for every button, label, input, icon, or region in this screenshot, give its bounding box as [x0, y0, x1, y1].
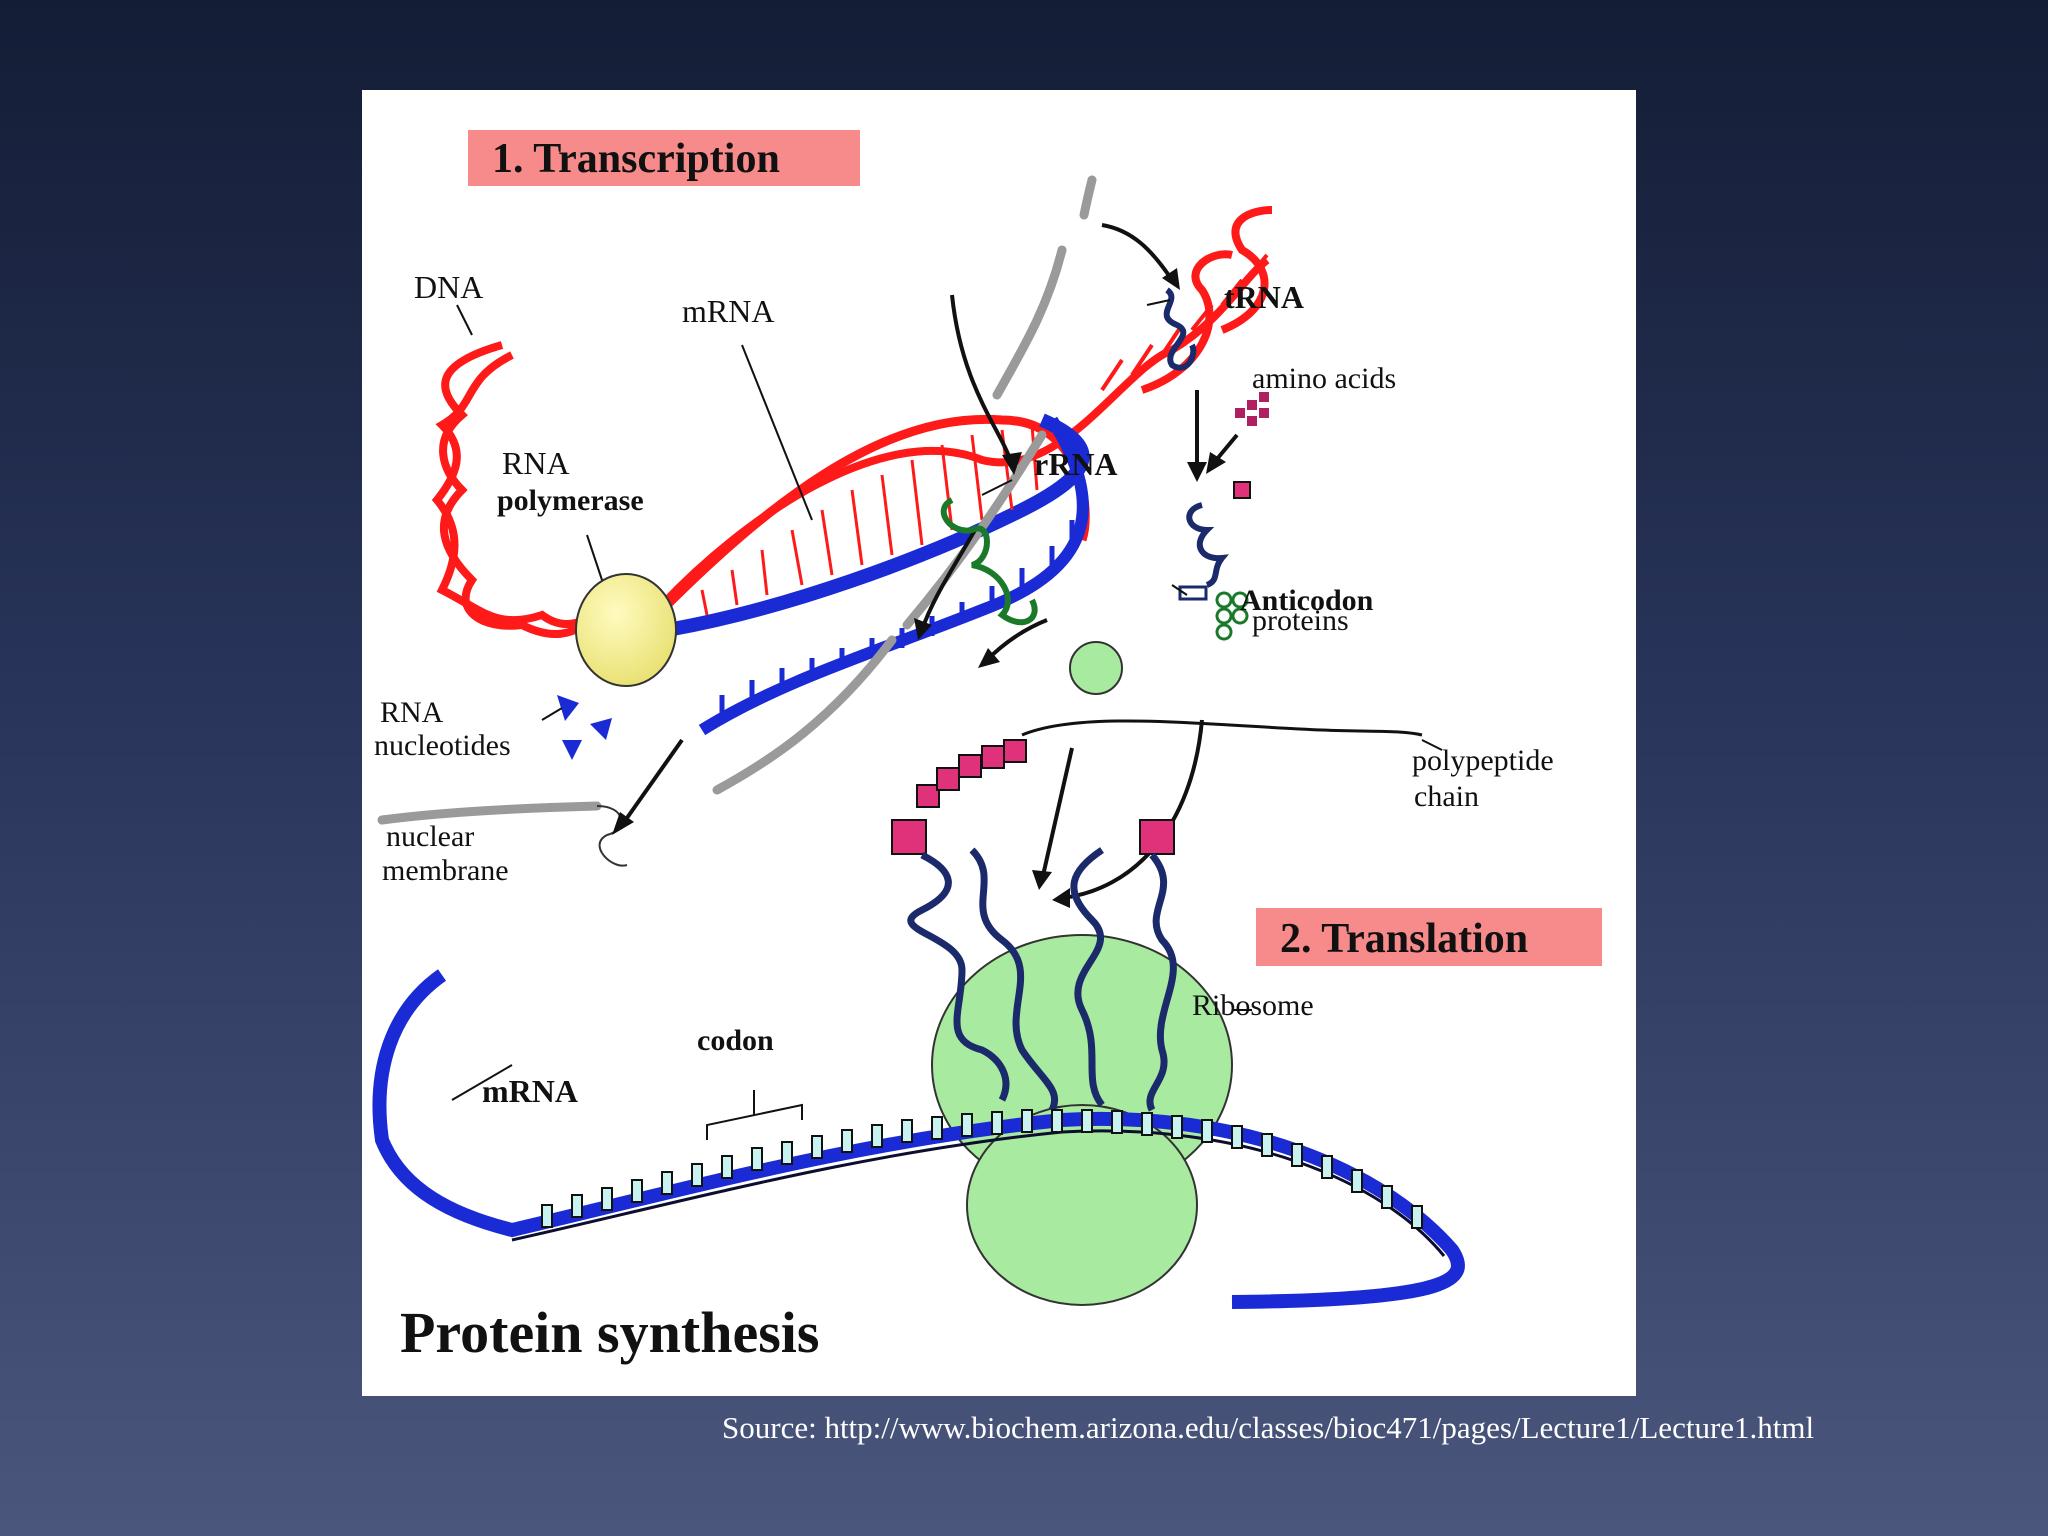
mrna-bottom-label: mRNA [482, 1073, 578, 1109]
rna-nucleotides-label-line1: RNA [380, 696, 444, 729]
polypeptide-label-line1: polypeptide [1412, 744, 1554, 777]
amino-acids-label: amino acids [1252, 362, 1396, 395]
translation-label-box [1256, 908, 1602, 966]
polypeptide-chain [1021, 719, 1423, 737]
rna-nucleotides [557, 695, 612, 760]
nuclear-pore [596, 805, 628, 867]
source-citation: Source: http://www.biochem.arizona.edu/c… [722, 1410, 1815, 1445]
transcription-label: 1. Transcription [492, 136, 780, 182]
rna-polymerase [575, 573, 677, 687]
mrna-codons [541, 1109, 1423, 1229]
dna-label: DNA [414, 269, 483, 305]
diagram-canvas: 1. Transcription 2. Translation [372, 130, 1602, 1365]
protein-synthesis-diagram: 1. Transcription 2. Translation [362, 90, 1636, 1396]
rna-polymerase-label-line1: RNA [502, 445, 570, 481]
trna-label: tRNA [1224, 279, 1304, 315]
translation-label: 2. Translation [1280, 916, 1528, 962]
dna-helix [431, 206, 1273, 639]
proteins-label: proteins [1252, 604, 1349, 637]
trna-free [1163, 287, 1197, 371]
ribosome-subunit-assembly [1069, 641, 1123, 695]
rrna-label: rRNA [1034, 446, 1118, 482]
trna-charged [1178, 502, 1229, 601]
nuclear-membrane-label-line2: membrane [382, 854, 509, 887]
figure-title: Protein synthesis [400, 1300, 819, 1365]
proteins-cluster [1215, 591, 1249, 641]
mrna-bases [719, 520, 1075, 715]
mrna-transcript [665, 413, 1090, 637]
polypeptide-label-line2: chain [1414, 780, 1479, 813]
rna-nucleotides-label-line2: nucleotides [374, 729, 511, 762]
ribosome-label: Ribosome [1192, 989, 1314, 1022]
anticodon-label: Anticodon [1240, 584, 1374, 617]
rna-polymerase-label-line2: polymerase [497, 484, 644, 517]
nuclear-membrane-label-line1: nuclear [386, 820, 474, 853]
trna-in-ribosome [907, 847, 1177, 1112]
label-leaders [451, 299, 1443, 1101]
transcription-label-box [468, 130, 860, 186]
nuclear-membrane [377, 175, 1097, 825]
amino-acids [1233, 392, 1269, 499]
mrna-top-label: mRNA [682, 293, 774, 329]
polypeptide-residues [891, 739, 1175, 855]
codon-label: codon [697, 1024, 774, 1057]
dna-helix-rungs [1100, 253, 1269, 392]
arrowheads [612, 268, 1226, 908]
mrna-translation-strand [372, 969, 1465, 1309]
rrna-molecule [940, 497, 1038, 626]
base-pair-rungs [700, 424, 1039, 616]
